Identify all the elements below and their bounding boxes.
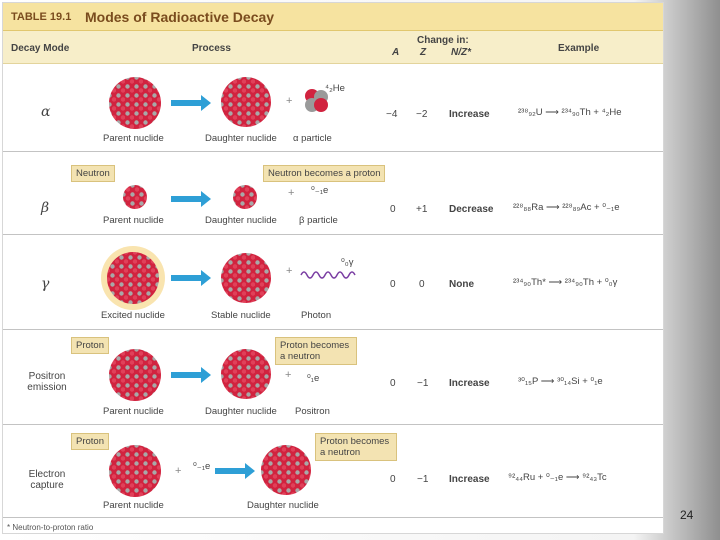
delta-a: 0 bbox=[390, 204, 396, 215]
daughter-nucleus-icon bbox=[233, 185, 257, 209]
caption-parent: Parent nuclide bbox=[103, 406, 164, 417]
table-title-bar: TABLE 19.1 Modes of Radioactive Decay bbox=[3, 3, 663, 31]
stable-nucleus-icon bbox=[221, 253, 271, 303]
arrow-icon bbox=[215, 463, 255, 479]
callout-proton: Proton bbox=[71, 433, 109, 450]
caption-particle: α particle bbox=[293, 133, 332, 144]
example-equation: ²³⁸₉₂U ⟶ ²³⁴₉₀Th + ⁴₂He bbox=[518, 107, 622, 118]
example-equation: ³⁰₁₅P ⟶ ³⁰₁₄Si + ⁰₁e bbox=[518, 376, 603, 387]
caption-parent: Excited nuclide bbox=[101, 310, 165, 321]
delta-z: −2 bbox=[416, 109, 428, 120]
arrow-icon bbox=[171, 191, 211, 207]
delta-z: 0 bbox=[419, 279, 425, 290]
page-number: 24 bbox=[680, 508, 694, 522]
header-z: Z bbox=[420, 47, 427, 58]
delta-z: −1 bbox=[417, 474, 429, 485]
callout-neutron-becomes-proton: Neutron becomes a proton bbox=[263, 165, 386, 182]
delta-a: 0 bbox=[390, 474, 396, 485]
example-equation: ²³⁴₉₀Th* ⟶ ²³⁴₉₀Th + ⁰₀γ bbox=[513, 277, 618, 288]
header-change-in: Change in: bbox=[417, 35, 469, 46]
parent-nucleus-icon bbox=[109, 445, 161, 497]
excited-nucleus-icon bbox=[101, 246, 165, 310]
daughter-nucleus-icon bbox=[261, 445, 311, 495]
daughter-nucleus-icon bbox=[221, 349, 271, 399]
daughter-nucleus-icon bbox=[221, 77, 271, 127]
caption-parent: Parent nuclide bbox=[103, 133, 164, 144]
caption-daughter: Daughter nuclide bbox=[247, 500, 319, 511]
header-nz: N/Z* bbox=[451, 47, 471, 58]
delta-z: +1 bbox=[416, 204, 428, 215]
table-number: TABLE 19.1 bbox=[11, 11, 72, 23]
nz-change: Increase bbox=[449, 109, 490, 120]
caption-daughter: Daughter nuclide bbox=[205, 215, 277, 226]
photon-wave-icon bbox=[300, 271, 356, 279]
header-process: Process bbox=[192, 43, 231, 54]
row-divider bbox=[3, 329, 663, 330]
alpha-particle-icon bbox=[305, 89, 328, 112]
header-example: Example bbox=[558, 43, 600, 54]
row-divider bbox=[3, 234, 663, 235]
caption-daughter: Daughter nuclide bbox=[205, 406, 277, 417]
column-headers: Decay Mode Process Change in: A Z N/Z* E… bbox=[3, 31, 663, 64]
mode-electron-capture: Electron capture bbox=[28, 469, 66, 491]
header-a: A bbox=[392, 47, 400, 58]
nz-change: Increase bbox=[449, 378, 490, 389]
mode-beta: β bbox=[41, 200, 50, 216]
nz-change: Decrease bbox=[449, 204, 494, 215]
nz-change: Increase bbox=[449, 474, 490, 485]
captured-electron: ⁰₋₁e bbox=[193, 461, 211, 472]
example-equation: ²²⁸₈₈Ra ⟶ ²²⁸₈₉Ac + ⁰₋₁e bbox=[513, 202, 620, 213]
emitted-gamma: ⁰₀γ bbox=[341, 257, 354, 268]
row-divider bbox=[3, 151, 663, 152]
callout-proton-becomes-neutron: Proton becomes a neutron bbox=[315, 433, 397, 461]
decay-table: TABLE 19.1 Modes of Radioactive Decay De… bbox=[2, 2, 664, 534]
arrow-icon bbox=[171, 367, 211, 383]
caption-parent: Parent nuclide bbox=[103, 500, 164, 511]
emitted-alpha: ⁴₂He bbox=[325, 83, 345, 94]
parent-nucleus-icon bbox=[123, 185, 147, 209]
header-decay-mode: Decay Mode bbox=[11, 43, 70, 54]
caption-daughter: Daughter nuclide bbox=[205, 133, 277, 144]
mode-positron: Positron emission bbox=[27, 371, 67, 393]
parent-nucleus-icon bbox=[109, 77, 161, 129]
example-equation: ⁹²₄₄Ru + ⁰₋₁e ⟶ ⁹²₄₃Tc bbox=[508, 472, 607, 483]
footnote: * Neutron-to-proton ratio bbox=[7, 523, 94, 532]
mode-alpha: α bbox=[41, 104, 51, 120]
delta-a: −4 bbox=[386, 109, 398, 120]
nz-change: None bbox=[449, 279, 474, 290]
mode-gamma: γ bbox=[41, 276, 50, 292]
delta-a: 0 bbox=[390, 279, 396, 290]
caption-daughter: Stable nuclide bbox=[211, 310, 271, 321]
parent-nucleus-icon bbox=[109, 349, 161, 401]
delta-a: 0 bbox=[390, 378, 396, 389]
caption-particle: β particle bbox=[299, 215, 338, 226]
callout-proton-becomes-neutron: Proton becomes a neutron bbox=[275, 337, 357, 365]
callout-neutron: Neutron bbox=[71, 165, 115, 182]
caption-particle: Positron bbox=[295, 406, 330, 417]
emitted-positron: ⁰₁e bbox=[307, 373, 320, 384]
table-title: Modes of Radioactive Decay bbox=[85, 9, 275, 25]
delta-z: −1 bbox=[417, 378, 429, 389]
arrow-icon bbox=[171, 95, 211, 111]
row-divider bbox=[3, 517, 663, 518]
arrow-icon bbox=[171, 270, 211, 286]
row-divider bbox=[3, 424, 663, 425]
emitted-beta: ⁰₋₁e bbox=[311, 185, 329, 196]
caption-particle: Photon bbox=[301, 310, 332, 321]
caption-parent: Parent nuclide bbox=[103, 215, 164, 226]
callout-proton: Proton bbox=[71, 337, 109, 354]
